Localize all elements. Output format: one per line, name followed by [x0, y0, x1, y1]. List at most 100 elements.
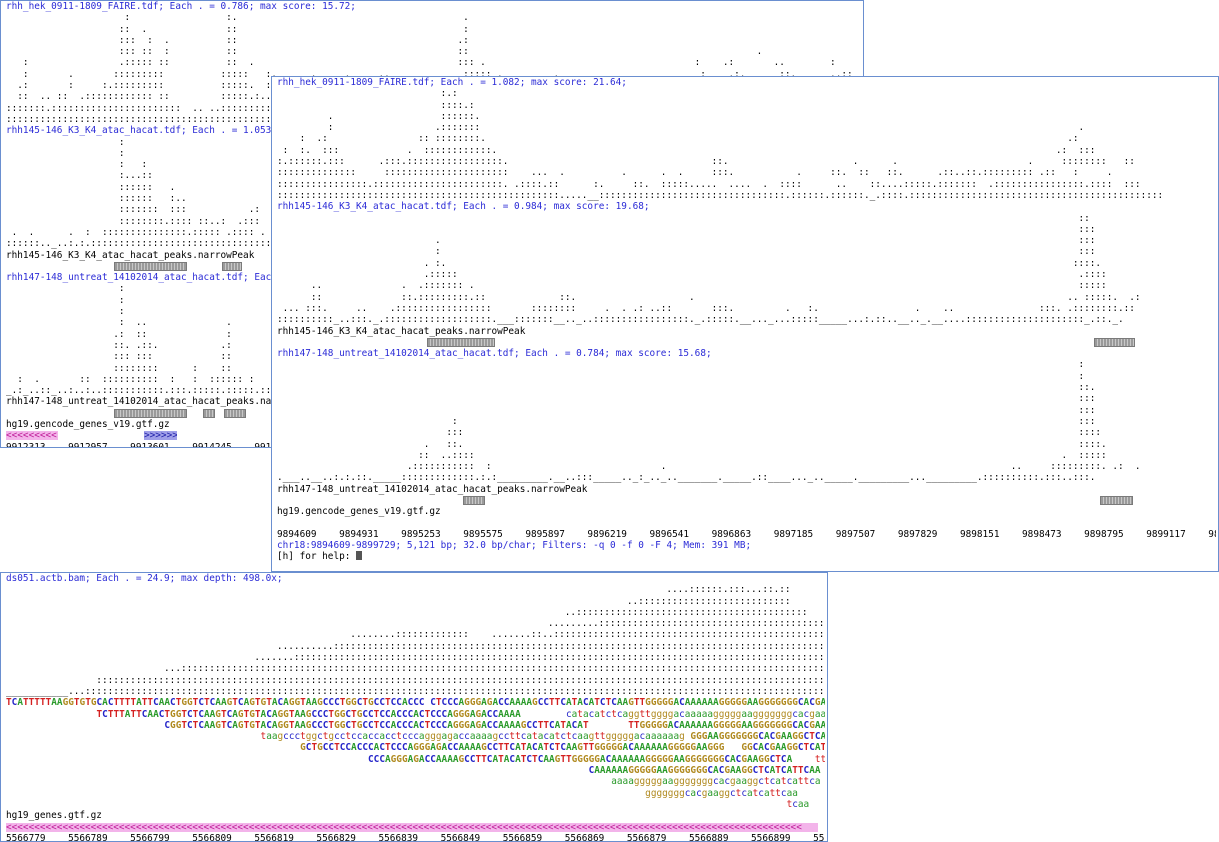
track-line: :::::: :..: [6, 193, 861, 204]
line-text: :::::: .: [6, 181, 176, 193]
line-text: :: ..:::: . :::::: [277, 449, 1107, 461]
line-text: .::::: .::::: [277, 269, 1107, 281]
track-line: ::.: [277, 382, 1216, 393]
line-text: :: [277, 359, 1085, 371]
track-view: ds051.actb.bam; Each . = 24.9; max depth…: [6, 573, 825, 841]
track-line: :::: [277, 393, 1216, 404]
track-label: rhh_hek_0911-1809_FAIRE.tdf; Each . = 1.…: [277, 77, 1216, 88]
feature-row: [6, 261, 861, 272]
line-text: [h] for help:: [277, 551, 357, 563]
track-label: ds051.actb.bam; Each . = 24.9; max depth…: [6, 573, 825, 584]
terminal-window-bam-reads[interactable]: ds051.actb.bam; Each . = 24.9; max depth…: [0, 572, 828, 842]
terminal-window-faire-zoomed[interactable]: rhh_hek_0911-1809_FAIRE.tdf; Each . = 1.…: [271, 76, 1219, 572]
track-line: ..:::::::::::::::::::::::::::: [6, 596, 825, 607]
help-prompt[interactable]: [h] for help:: [277, 551, 1216, 562]
aligned-read-row: CGGTCTCAAGTCAGTGTACAGGTAAGCCCTGGCTGCCTCC…: [164, 719, 825, 731]
line-text: : .. .: [6, 317, 232, 329]
line-text: rhh147-148_untreat_14102014_atac_hacat_p…: [277, 483, 588, 495]
feature-row: [6, 408, 861, 419]
line-text: . ::. ::::.: [277, 438, 1107, 450]
line-text: :: [6, 306, 125, 318]
track-line: : :: [6, 159, 861, 170]
track-line: ::::::: ::: .:: [6, 204, 861, 215]
track-line: ..........::::::::::::::::::::::::::::::…: [6, 641, 825, 652]
track-line: ::. .::. .:: [6, 340, 861, 351]
track-line: ....::::::.:::...::.::: [6, 584, 825, 595]
track-line: : .::::::: .: [277, 122, 1216, 133]
track-line: .___..__..:.:.::._____:::::::::::::.:.:_…: [277, 472, 1216, 483]
aligned-read-row: gggggggcacgaaggctcatcattcaa: [645, 787, 798, 799]
track-line: :: [6, 148, 861, 159]
track-line: .. . .::::::: . :::::: [277, 280, 1216, 291]
aligned-read-row: CCCAGGGAGACCAAAAGCCTTCATACATCTCAAGTTGGGG…: [368, 753, 825, 765]
track-line: ...:::::::::::::::::::::::::::::::::::::…: [6, 663, 825, 674]
line-text: :::: [277, 393, 1096, 405]
track-line: :...::: [6, 170, 861, 181]
line-text: ::::::::::::::::.:::::::::::::::::::::::…: [277, 178, 1141, 190]
line-text: ::::.:: [277, 99, 475, 111]
line-text: ::::::::::::::::::::::::::::::::::::::::…: [277, 189, 1164, 201]
track-line: .........:::::::::::::::::::::::::::::::…: [6, 618, 825, 629]
line-text: ::: ::: ::: [6, 351, 232, 363]
line-text: _.:_..::_..:..:..:::::::::::.:::.:::::.:…: [6, 385, 277, 397]
track-line: ... :::. .. .::::::::::::::::: :::::::: …: [277, 303, 1216, 314]
line-text: : :: [6, 159, 148, 171]
track-line: .::::::::::: : . .. :::::::::. .: .: [277, 461, 1216, 472]
track-line: [277, 518, 1216, 529]
track-line: ::::::::.:::: ::..: .:::: [6, 216, 861, 227]
line-text: ::::::.._..:.:.:::::::::::::::::::::::::…: [6, 238, 283, 250]
line-text: ::. .::. .:: [6, 339, 232, 351]
line-text: ...:::::::::::::::::::::::::::::::::::::…: [6, 663, 825, 675]
track-line: :: [6, 306, 861, 317]
track-line: : :::: [277, 416, 1216, 427]
line-text: ::::::::.:::: ::..: .:::: [6, 215, 260, 227]
track-label: rhh147-148_untreat_14102014_atac_hacat_p…: [6, 396, 861, 407]
line-text: 5566779 5566789 5566799 5566809 5566819 …: [6, 832, 825, 842]
line-text: rhh147-148_untreat_14102014_atac_hacat_p…: [6, 396, 317, 408]
track-label: rhh_hek_0911-1809_FAIRE.tdf; Each . = 0.…: [6, 1, 861, 12]
line-text: :: ::.:::::::::.:: ::. . .. :::::. .:: [277, 291, 1141, 303]
track-line: : . :: :::::::::: : : :::::: :: [6, 374, 861, 385]
line-text: : . ::::::::: ::::: :. . . .. ::::: . . …: [6, 68, 853, 80]
line-text: :::: [277, 404, 1096, 416]
line-text: ::::::::::::::::::::::::::::::::::::::::…: [6, 674, 825, 686]
track-line: ::::::::::::::::::::::::::::::::::::::::…: [277, 190, 1216, 201]
track-line: . ::::::.: [277, 111, 1216, 122]
line-text: ds051.actb.bam; Each . = 24.9; max depth…: [6, 573, 283, 584]
line-text: :.::::::.::: .:::.:::::::::::::::::. ::.…: [277, 156, 1135, 168]
track-label: rhh145-146_K3_K4_atac_hacat.tdf; Each . …: [277, 201, 1216, 212]
track-label: rhh147-148_untreat_14102014_atac_hacat.t…: [277, 348, 1216, 359]
track-line: :: ..:::: . :::::: [277, 450, 1216, 461]
line-text: : . :: :::::::::: : : :::::: :: [6, 373, 255, 385]
line-text: ::: ::::: [277, 427, 1102, 439]
line-text: :: [6, 294, 125, 306]
track-line: : .. .: [6, 317, 861, 328]
aligned-read-row: tcaa: [786, 798, 810, 810]
line-text: rhh145-146_K3_K4_atac_hacat_peaks.narrow…: [277, 325, 526, 337]
track-line: :::: [277, 405, 1216, 416]
line-text: hg19.gencode_genes_v19.gtf.gz: [6, 418, 170, 430]
track-label: rhh145-146_K3_K4_atac_hacat_peaks.narrow…: [6, 250, 861, 261]
gene-reverse-strand: <<<<<<<<<<<<<<<<<<<<<<<<<<<<<<<<<<<<<<<<…: [6, 822, 818, 832]
track-line: :: ::.:::::::::.:: ::. . .. :::::. .:: [277, 292, 1216, 303]
peak-block: [224, 408, 246, 418]
line-text: . ::::::.: [277, 110, 481, 122]
peak-block: [427, 337, 495, 347]
line-text: .::::::::::: : . .. :::::::::. .: .: [277, 461, 1141, 473]
track-line: :: [6, 283, 861, 294]
line-text: :::::::::::::: :::::::::::::::::::::: ..…: [277, 167, 1113, 179]
peak-block: [114, 261, 187, 271]
feature-row: <<<<<<<<<>>>>>>: [6, 430, 861, 441]
line-text: :: [6, 147, 125, 159]
feature-row: <<<<<<<<<<<<<<<<<<<<<<<<<<<<<<<<<<<<<<<<…: [6, 822, 825, 833]
aligned-read-row: GCTGCCTCCACCCACTCCCAGGGAGACCAAAAGCCTTCAT…: [300, 742, 825, 754]
track-line: 9894609 9894931 9895253 9895575 9895897 …: [277, 529, 1216, 540]
line-text: ::: : . :: .:: [6, 34, 469, 46]
track-line: : .::::: :: :: . ::: . : .: .. :: [6, 57, 861, 68]
gene-reverse-strand: <<<<<<<<<: [6, 431, 58, 441]
track-line: ::: ::::: [277, 427, 1216, 438]
line-text: ........::::::::::::: .......::..:::::::…: [6, 629, 825, 641]
line-text: rhh_hek_0911-1809_FAIRE.tdf; Each . = 1.…: [277, 77, 627, 88]
line-text: :: . :: :: [6, 23, 469, 35]
line-text: .......:::::::::::::::::::::::::::::::::…: [6, 652, 825, 664]
